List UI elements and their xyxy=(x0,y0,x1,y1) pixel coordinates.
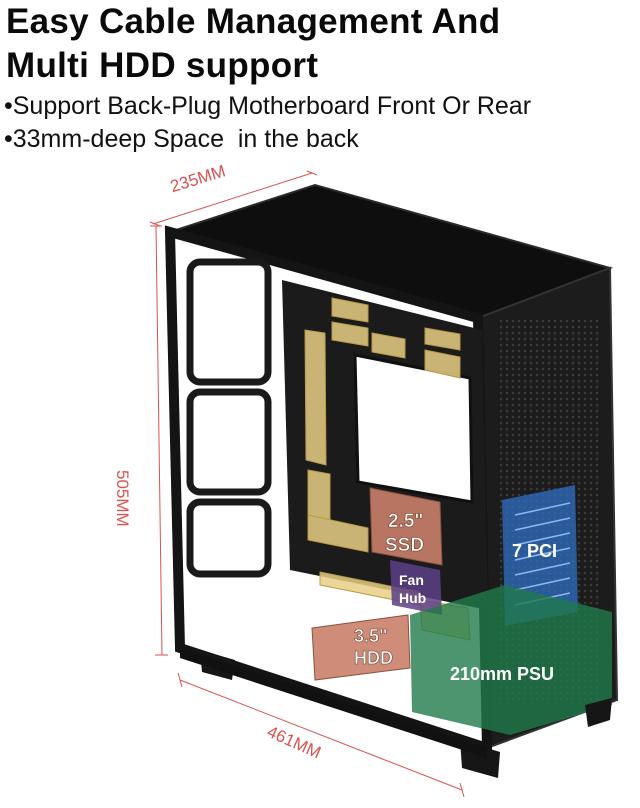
case-bottom-floor xyxy=(180,648,487,758)
fan-hub-label-line-1: Fan xyxy=(399,572,424,588)
feature-item-cable-space: •33mm-deep Space in the back xyxy=(4,125,359,153)
pci-label: 7 PCI xyxy=(512,541,557,561)
height-dimension-label: 505MM xyxy=(113,470,132,527)
page-title: Easy Cable Management And Multi HDD supp… xyxy=(6,0,500,88)
ssd-bracket xyxy=(369,487,443,566)
front-fan-slots xyxy=(186,258,272,578)
hdd-size-label: 3.5" xyxy=(354,626,388,646)
psu-zone xyxy=(410,585,612,735)
hdd-label: HDD xyxy=(354,648,393,668)
fan-hub-zone xyxy=(390,560,442,615)
title-line-2: Multi HDD support xyxy=(6,46,319,85)
ssd-size-label: 2.5" xyxy=(388,511,423,532)
feature-list: •Support Back-Plug Motherboard Front Or … xyxy=(4,90,531,156)
dimension-lines xyxy=(149,170,465,798)
ssd-label: SSD xyxy=(385,535,424,556)
feature-item-back-plug: •Support Back-Plug Motherboard Front Or … xyxy=(4,92,532,120)
psu-label: 210mm PSU xyxy=(450,664,554,684)
fan-hub-label-line-2: Hub xyxy=(399,590,426,606)
title-line-1: Easy Cable Management And xyxy=(6,2,501,41)
hdd-tray xyxy=(311,614,411,681)
